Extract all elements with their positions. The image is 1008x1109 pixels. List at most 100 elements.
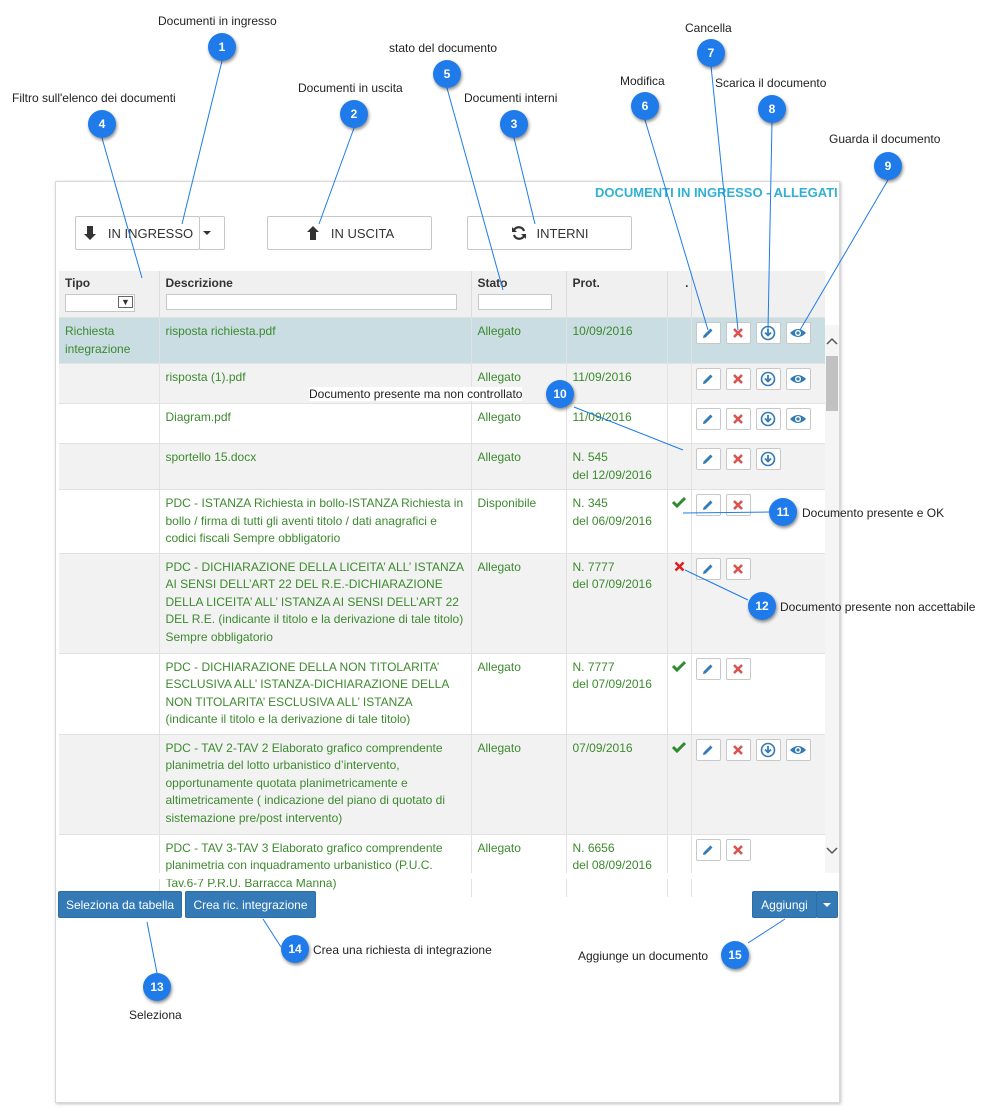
arrow-down-icon bbox=[83, 226, 96, 240]
edit-button[interactable] bbox=[695, 408, 721, 430]
cell-descrizione: Diagram.pdf bbox=[159, 403, 472, 444]
edit-button[interactable] bbox=[695, 494, 721, 516]
edit-button[interactable] bbox=[695, 448, 721, 470]
seleziona-da-tabella-button[interactable]: Seleziona da tabella bbox=[58, 891, 182, 918]
badge-4: 4 bbox=[88, 110, 116, 138]
interni-button[interactable]: INTERNI bbox=[467, 216, 632, 250]
table-row[interactable]: PDC - TAV 3-TAV 3 Elaborato grafico comp… bbox=[59, 833, 825, 897]
annotation-10-label: Documento presente ma non controllato bbox=[309, 387, 523, 401]
scroll-up-icon[interactable] bbox=[826, 336, 838, 346]
delete-icon bbox=[733, 744, 743, 755]
cell-prot: 10/09/2016 bbox=[566, 317, 668, 364]
cell-check bbox=[667, 652, 692, 734]
cell-stato: Allegato bbox=[471, 833, 567, 897]
edit-button[interactable] bbox=[695, 322, 721, 344]
view-button[interactable] bbox=[785, 368, 811, 390]
in-uscita-button[interactable]: IN USCITA bbox=[267, 216, 432, 250]
aggiungi-dropdown[interactable] bbox=[816, 891, 838, 918]
header-prot: Prot. bbox=[566, 271, 668, 318]
edit-button[interactable] bbox=[695, 557, 721, 580]
annotation-3-label: Documenti interni bbox=[464, 91, 558, 105]
scroll-down-icon[interactable] bbox=[826, 846, 838, 856]
delete-icon bbox=[733, 454, 743, 464]
cell-check bbox=[667, 489, 692, 553]
edit-button[interactable] bbox=[695, 657, 721, 680]
edit-button[interactable] bbox=[695, 738, 721, 761]
descrizione-filter-input[interactable] bbox=[165, 294, 457, 310]
delete-button[interactable] bbox=[725, 322, 751, 344]
pencil-icon bbox=[703, 328, 713, 338]
cell-check bbox=[667, 833, 692, 897]
download-button[interactable] bbox=[755, 408, 781, 430]
badge-1: 1 bbox=[208, 33, 236, 61]
cell-check bbox=[667, 552, 692, 653]
delete-button[interactable] bbox=[725, 494, 751, 516]
cell-tipo bbox=[59, 403, 160, 444]
table-row[interactable]: PDC - ISTANZA Richiesta in bollo-ISTANZA… bbox=[59, 489, 825, 553]
eye-icon bbox=[790, 415, 806, 423]
download-button[interactable] bbox=[755, 448, 781, 470]
download-button[interactable] bbox=[755, 368, 781, 390]
aggiungi-button[interactable]: Aggiungi bbox=[752, 891, 817, 918]
check-ok-icon bbox=[671, 496, 687, 509]
pencil-icon bbox=[703, 845, 713, 855]
cell-prot: N. 545 del 12/09/2016 bbox=[566, 443, 668, 490]
delete-button[interactable] bbox=[725, 408, 751, 430]
badge-12: 12 bbox=[748, 592, 776, 620]
delete-button[interactable] bbox=[725, 557, 751, 580]
in-ingresso-dropdown[interactable] bbox=[199, 216, 225, 250]
badge-3: 3 bbox=[500, 110, 528, 138]
pencil-icon bbox=[703, 745, 713, 755]
table-scrollbar[interactable] bbox=[825, 325, 839, 873]
in-ingresso-button[interactable]: IN INGRESSO bbox=[75, 216, 200, 250]
cell-descrizione: PDC - TAV 3-TAV 3 Elaborato grafico comp… bbox=[159, 833, 472, 897]
delete-icon bbox=[733, 563, 743, 574]
stato-filter-input[interactable] bbox=[477, 294, 552, 310]
cell-actions bbox=[691, 833, 825, 897]
in-uscita-label: IN USCITA bbox=[330, 225, 395, 241]
pencil-icon bbox=[703, 500, 713, 510]
cell-actions bbox=[691, 489, 825, 553]
download-button[interactable] bbox=[755, 322, 781, 344]
view-button[interactable] bbox=[785, 322, 811, 344]
scrollbar-thumb[interactable] bbox=[826, 356, 838, 411]
cell-actions bbox=[691, 363, 825, 404]
table-row[interactable]: PDC - DICHIARAZIONE DELLA NON TITOLARITA… bbox=[59, 652, 825, 734]
table-row[interactable]: PDC - TAV 2-TAV 2 Elaborato grafico comp… bbox=[59, 733, 825, 834]
delete-button[interactable] bbox=[725, 368, 751, 390]
cell-descrizione: sportello 15.docx bbox=[159, 443, 472, 490]
table-row[interactable]: PDC - DICHIARAZIONE DELLA LICEITA’ ALL’ … bbox=[59, 552, 825, 653]
delete-button[interactable] bbox=[725, 657, 751, 680]
download-icon bbox=[760, 742, 776, 757]
delete-button[interactable] bbox=[725, 448, 751, 470]
cell-prot: N. 345 del 06/09/2016 bbox=[566, 489, 668, 553]
cell-descrizione: PDC - ISTANZA Richiesta in bollo-ISTANZA… bbox=[159, 489, 472, 553]
badge-2: 2 bbox=[340, 100, 368, 128]
cell-prot: N. 7777 del 07/09/2016 bbox=[566, 652, 668, 734]
header-check: . bbox=[667, 271, 692, 318]
header-descrizione-label: Descrizione bbox=[165, 276, 233, 290]
cell-prot: 11/09/2016 bbox=[566, 363, 668, 404]
crea-ric-integrazione-button[interactable]: Crea ric. integrazione bbox=[185, 891, 316, 918]
cell-check bbox=[667, 443, 692, 490]
delete-button[interactable] bbox=[725, 738, 751, 761]
tipo-filter-select[interactable]: ▼ bbox=[65, 294, 135, 312]
delete-button[interactable] bbox=[725, 838, 751, 861]
arrow-up-icon bbox=[306, 226, 319, 240]
download-icon bbox=[760, 451, 776, 467]
download-icon bbox=[760, 371, 776, 387]
view-button[interactable] bbox=[785, 408, 811, 430]
edit-button[interactable] bbox=[695, 368, 721, 390]
edit-button[interactable] bbox=[695, 838, 721, 861]
view-button[interactable] bbox=[785, 738, 811, 761]
cell-tipo bbox=[59, 733, 160, 834]
cell-stato: Allegato bbox=[471, 443, 567, 490]
cell-actions bbox=[691, 403, 825, 444]
interni-label: INTERNI bbox=[536, 225, 589, 241]
download-button[interactable] bbox=[755, 738, 781, 761]
crea-label: Crea ric. integrazione bbox=[193, 897, 308, 912]
